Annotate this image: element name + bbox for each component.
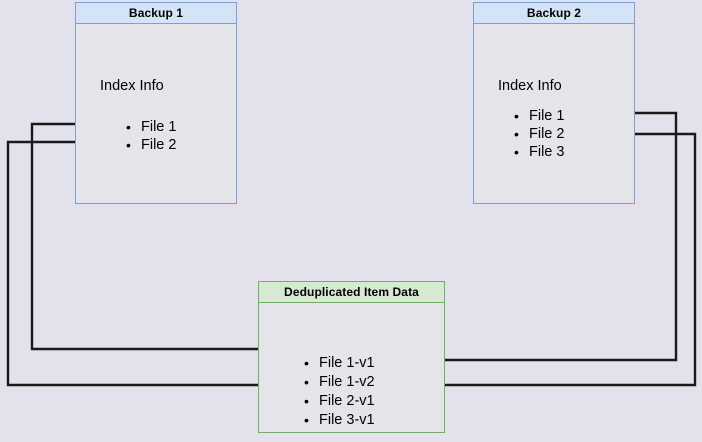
backup2-index-info-label: Index Info [498, 78, 562, 94]
dedup-file-list: File 1-v1 File 1-v2 File 2-v1 File 3-v1 [304, 354, 375, 430]
list-item: File 2-v1 [304, 392, 375, 411]
list-item: File 3-v1 [304, 411, 375, 430]
list-item: File 1 [514, 107, 564, 125]
list-item: File 2 [514, 125, 564, 143]
list-item: File 1 [126, 118, 176, 136]
list-item: File 3 [514, 143, 564, 161]
list-item: File 2 [126, 136, 176, 154]
backup2-body: Index Info File 1 File 2 File 3 [473, 24, 635, 204]
connector-backup2-file2-to-file2v1 [394, 132, 697, 389]
dedup-body: File 1-v1 File 1-v2 File 2-v1 File 3-v1 [258, 303, 445, 433]
backup1-file-list: File 1 File 2 [126, 118, 176, 154]
backup1-index-info-label: Index Info [100, 78, 164, 94]
list-item: File 1-v2 [304, 373, 375, 392]
connector-backup1-file2-to-file2v1 [6, 140, 299, 389]
deduplicated-item-data-box: Deduplicated Item Data File 1-v1 File 1-… [258, 281, 445, 433]
backup2-box: Backup 2 Index Info File 1 File 2 File 3 [473, 2, 635, 204]
dedup-title: Deduplicated Item Data [258, 281, 445, 303]
backup1-title: Backup 1 [75, 2, 237, 24]
backup1-body: Index Info File 1 File 2 [75, 24, 237, 204]
list-item: File 1-v1 [304, 354, 375, 373]
backup2-title: Backup 2 [473, 2, 635, 24]
backup1-box: Backup 1 Index Info File 1 File 2 [75, 2, 237, 204]
backup2-file-list: File 1 File 2 File 3 [514, 107, 564, 161]
